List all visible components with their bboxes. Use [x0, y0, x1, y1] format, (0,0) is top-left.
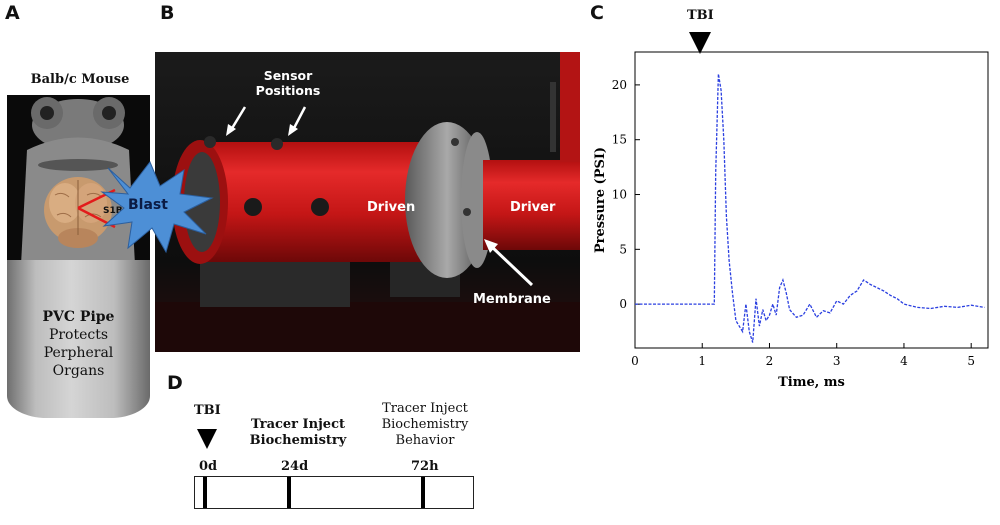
timeline-tbi-marker-icon — [197, 429, 217, 449]
timeline-t0-label: 0d — [199, 459, 218, 474]
panel-label-d: D — [167, 372, 183, 394]
timeline-t2-label: 72h — [411, 459, 439, 474]
driven-label: Driven — [367, 200, 416, 215]
x-tick-label: 5 — [967, 354, 975, 368]
timeline-tick-0d — [203, 477, 207, 508]
chart-tbi-marker-icon — [689, 32, 711, 54]
sensor-arrows — [226, 106, 307, 136]
chart-y-axis-label: Pressure (PSI) — [593, 147, 608, 253]
pipe-line-1: PVC Pipe — [42, 309, 115, 325]
timeline-t1-label: 24d — [281, 459, 309, 474]
panel-label-b: B — [160, 2, 175, 24]
mouse-head-illustration: S1BF — [21, 97, 135, 265]
pipe-line-3: Perpheral — [43, 345, 114, 361]
driver-label: Driver — [510, 200, 556, 215]
shock-tube-photo: Sensor Positions Driven Driver Membrane — [155, 52, 580, 352]
membrane-arrow — [484, 239, 534, 287]
y-tick-label: 20 — [612, 78, 627, 92]
y-tick-label: 0 — [619, 297, 627, 311]
pipe-line-2: Protects — [48, 327, 109, 343]
pressure-chart: 0 1 2 3 4 5 0 5 10 15 20 Time, ms Pressure (PSI) — [593, 51, 989, 390]
x-tick-label: 2 — [766, 354, 774, 368]
chart-plot-area — [634, 51, 989, 349]
mouse-diagram: S1BF — [7, 95, 150, 265]
x-tick-label: 4 — [900, 354, 908, 368]
timeline-right-label: Tracer Inject Biochemistry Behavior — [381, 401, 469, 448]
timeline-tick-72h — [421, 477, 425, 508]
blast-label: Blast — [128, 197, 168, 213]
s1bf-label: S1BF — [103, 206, 129, 216]
x-tick-label: 1 — [698, 354, 706, 368]
sensor-positions-label: Sensor Positions — [255, 68, 321, 98]
pvc-pipe — [7, 260, 150, 418]
pressure-series-line — [635, 73, 985, 343]
chart-frame — [634, 51, 989, 349]
panel-label-c: C — [590, 2, 604, 24]
pipe-line-4: Organs — [52, 363, 105, 379]
timeline-tbi-label: TBI — [194, 403, 221, 418]
shock-tube-illustration — [155, 52, 580, 352]
blast-burst-icon — [100, 161, 214, 254]
timeline-bar — [194, 476, 474, 509]
pvc-pipe-text: PVC Pipe Protects Perpheral Organs — [7, 308, 150, 380]
chart-series — [635, 73, 985, 343]
chart-tbi-label: TBI — [687, 8, 714, 23]
panel-label-a: A — [5, 2, 20, 24]
x-tick-label: 0 — [631, 354, 639, 368]
mouse-title: Balb/c Mouse — [30, 72, 130, 87]
chart-ticks: 0 1 2 3 4 5 0 5 10 15 20 — [612, 78, 975, 368]
y-tick-label: 15 — [612, 133, 627, 147]
y-tick-label: 10 — [612, 188, 627, 202]
membrane-label: Membrane — [473, 292, 551, 307]
timeline-mid-label: Tracer Inject Biochemistry — [249, 417, 347, 448]
y-tick-label: 5 — [619, 242, 627, 256]
timeline-tick-24d — [287, 477, 291, 508]
chart-x-axis-label: Time, ms — [778, 375, 845, 390]
x-tick-label: 3 — [833, 354, 841, 368]
